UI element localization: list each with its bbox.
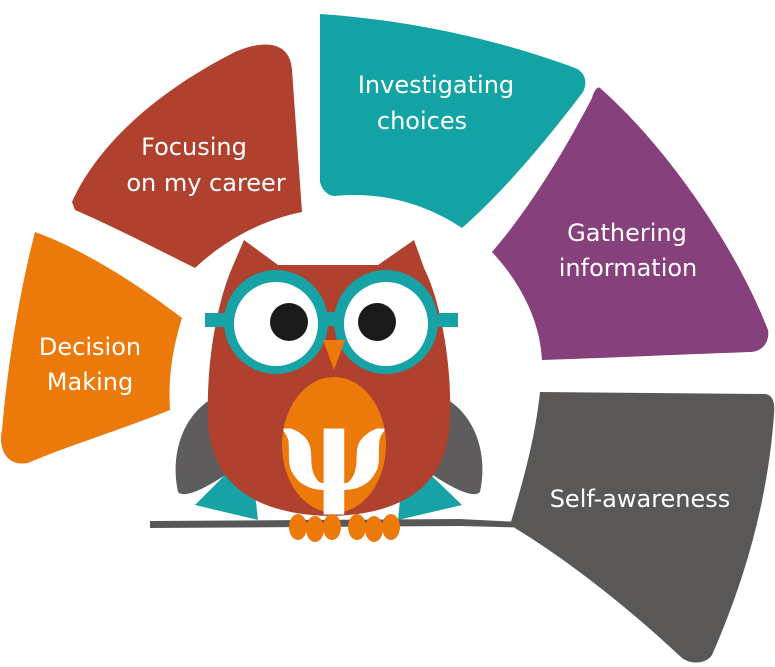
owl-eye-left-pupil — [270, 303, 308, 341]
segment-gathering: Gathering information — [492, 87, 769, 361]
segment-focusing: Focusing on my career — [72, 44, 302, 269]
owl-beak — [323, 340, 345, 370]
segment-investigating: Investigating choices — [320, 14, 586, 228]
segment-gathering-label-1: Gathering — [567, 219, 687, 247]
segment-focusing-shape — [72, 44, 302, 269]
owl-foot-left-3 — [323, 514, 341, 540]
owl-foot-left-2 — [306, 516, 324, 542]
segment-self-awareness-shape — [510, 392, 775, 663]
segment-focusing-label-2: on my career — [126, 169, 286, 197]
segment-decision-making-label-2: Making — [47, 368, 133, 396]
glasses-temple-left — [205, 313, 225, 327]
segment-investigating-shape — [320, 14, 586, 228]
segment-gathering-label-2: information — [559, 254, 698, 282]
segment-investigating-label-2: choices — [377, 107, 467, 135]
segment-self-awareness-label: Self-awareness — [550, 485, 731, 513]
segment-investigating-label-1: Investigating — [358, 71, 514, 99]
owl-belly-symbol: ψ — [278, 379, 389, 518]
owl-foot-right-3 — [382, 514, 400, 540]
owl-mascot: ψ — [150, 240, 540, 542]
perch-branch — [150, 519, 540, 528]
owl-foot-right-2 — [365, 516, 383, 542]
segment-gathering-shape — [492, 87, 769, 361]
segment-decision-making-shape — [1, 232, 183, 464]
segment-focusing-label-1: Focusing — [141, 133, 247, 161]
segment-self-awareness: Self-awareness — [510, 392, 775, 663]
owl-eye-right-pupil — [358, 303, 396, 341]
segment-decision-making: Decision Making — [1, 232, 183, 464]
owl-belly — [282, 377, 386, 513]
glasses-temple-right — [438, 313, 458, 327]
owl-foot-right-1 — [348, 514, 366, 540]
owl-feet — [289, 514, 400, 542]
segment-decision-making-label-1: Decision — [39, 333, 141, 361]
owl-foot-left-1 — [289, 514, 307, 540]
